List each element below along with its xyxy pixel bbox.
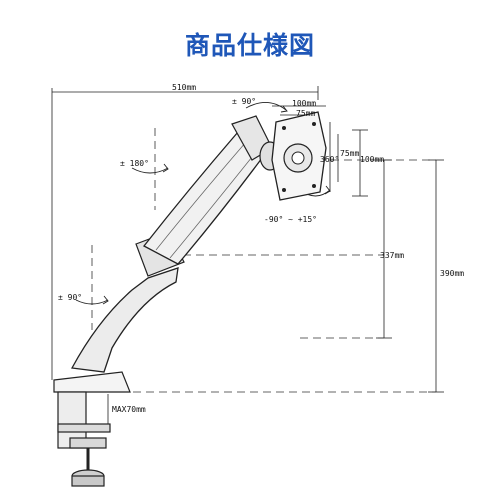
- label-vesa-100-top: 100mm: [292, 99, 316, 108]
- label-clamp-max: MAX70mm: [112, 405, 146, 414]
- base-plate: [53, 371, 131, 393]
- dimension-lines: [51, 86, 444, 428]
- label-vesa-75-top: 75mm: [296, 109, 315, 118]
- label-tilt-range: -90° ~ +15°: [264, 215, 317, 224]
- label-rotate-360: 360°: [320, 155, 339, 164]
- label-swivel-top: ± 90°: [232, 97, 256, 106]
- label-width-510: 510mm: [172, 83, 196, 92]
- label-height-337: 337mm: [380, 251, 404, 260]
- page-title: 商品仕様図: [184, 31, 315, 60]
- desk-clamp: [57, 391, 111, 487]
- label-swivel-base: ± 90°: [58, 293, 82, 302]
- label-vesa-100-side: 100mm: [360, 155, 384, 164]
- monitor-arm: [53, 111, 327, 393]
- label-swivel-mid: ± 180°: [120, 159, 149, 168]
- label-vesa-75-side: 75mm: [340, 149, 359, 158]
- label-height-390: 390mm: [440, 269, 464, 278]
- rotation-arrows: [75, 102, 331, 305]
- lower-arm: [70, 267, 179, 373]
- reference-dashes: [91, 128, 436, 393]
